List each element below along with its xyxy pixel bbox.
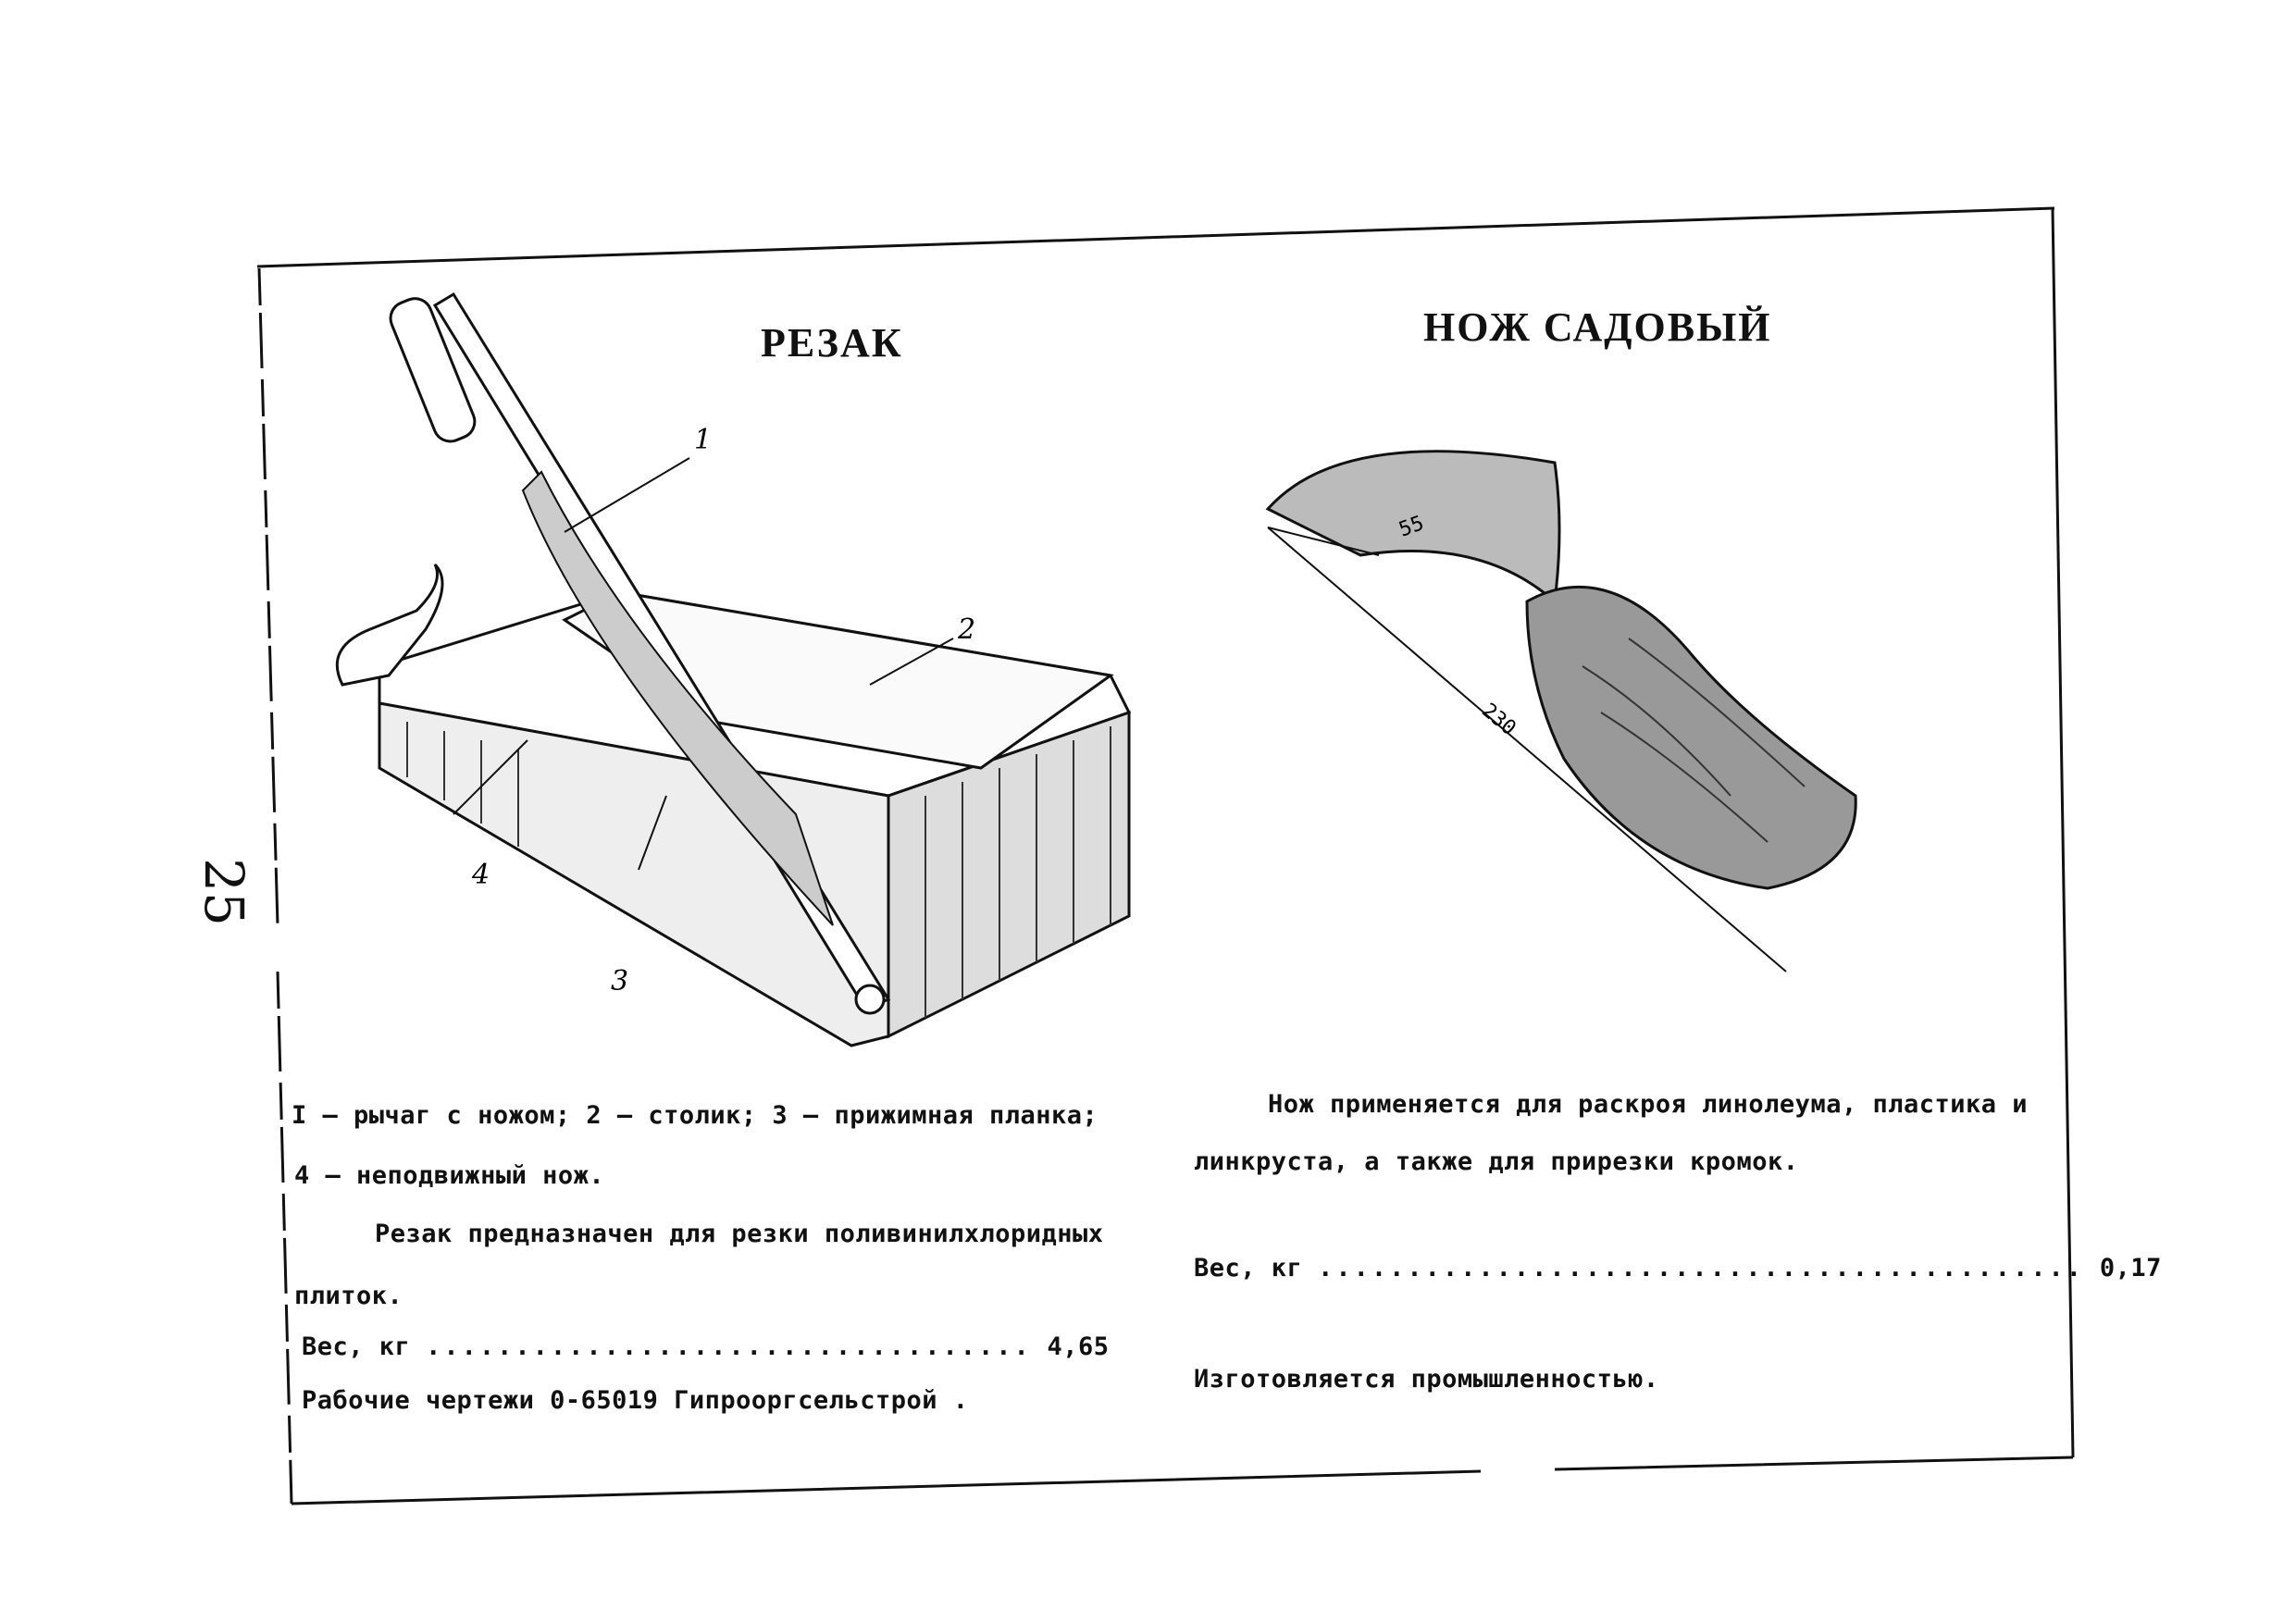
cutter-drawing: 1 2 3 4	[335, 291, 1132, 1047]
callout-3: 3	[611, 965, 628, 997]
knife-weight-row: Вес, кг ................................…	[1194, 1254, 2162, 1282]
knife-description-line1: Нож применяется для раскроя линолеума, п…	[1268, 1090, 2029, 1119]
knife-manufactured-note: Изготовляется промышленностью.	[1194, 1365, 1659, 1394]
page-number: 25	[192, 858, 255, 926]
cutter-parts-caption-line2: 4 – неподвижный нож.	[294, 1161, 605, 1190]
cutter-weight-value: 4,65	[1047, 1332, 1110, 1361]
callout-4: 4	[471, 859, 490, 891]
cutter-parts-caption-line1: I – рычаг с ножом; 2 – столик; 3 – прижи…	[292, 1101, 1098, 1130]
cutter-drawings-note: Рабочие чертежи 0-65019 Гипрооргсельстро…	[302, 1386, 969, 1415]
dimension-230: 230	[1477, 699, 1520, 740]
knife-weight-value: 0,17	[2099, 1254, 2162, 1282]
cutter-weight-leader: ..................................	[426, 1332, 1032, 1361]
callout-1: 1	[694, 424, 712, 456]
cutter-description-line2: плиток.	[294, 1282, 403, 1310]
knife-weight-label: Вес, кг	[1194, 1254, 1303, 1282]
cutter-weight-label: Вес, кг	[302, 1332, 411, 1361]
cutter-title: РЕЗАК	[761, 320, 903, 365]
knife-drawing: 55 230	[1265, 450, 1857, 973]
cutter-weight-row: Вес, кг ................................…	[302, 1332, 1110, 1361]
knife-weight-leader: ........................................…	[1318, 1254, 2085, 1282]
knife-title: НОЖ САДОВЫЙ	[1423, 304, 1772, 350]
cutter-description-line1: Резак предназначен для резки поливинилхл…	[375, 1220, 1104, 1248]
knife-description-line2: линкруста, а также для прирезки кромок.	[1194, 1147, 1799, 1176]
callout-2: 2	[957, 613, 975, 646]
